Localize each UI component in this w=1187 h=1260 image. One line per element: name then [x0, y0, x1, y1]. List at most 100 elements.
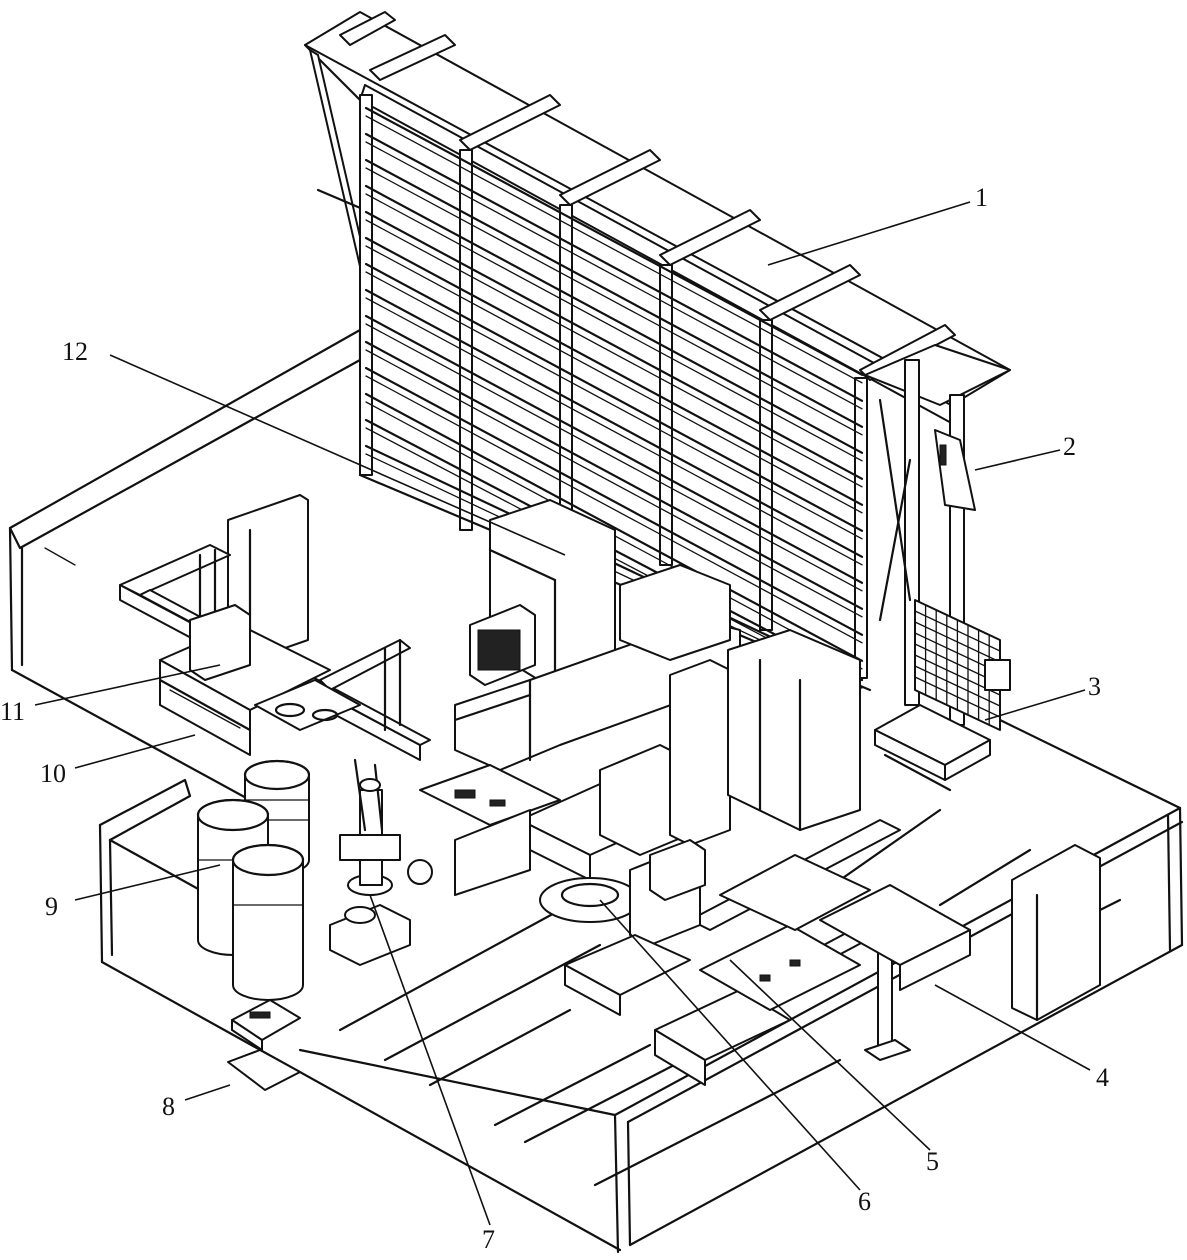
enclosure-front-corner-post-inner — [626, 1120, 632, 1247]
vent-grille — [477, 629, 521, 671]
shuttle-pallet-front — [654, 1029, 706, 1086]
callout-10: 10 — [40, 759, 66, 788]
rack-shelf-edge — [365, 297, 863, 566]
mesh-wire — [914, 665, 1001, 707]
floor-rails — [338, 808, 1122, 1187]
loading-station-ledge — [169, 689, 241, 729]
callout-6: 6 — [858, 1187, 871, 1216]
rack-post — [359, 94, 373, 476]
mesh-wire — [914, 610, 1001, 652]
drum-body — [232, 844, 304, 1001]
panel-screen — [454, 789, 476, 799]
enclosure-left-post — [8, 526, 14, 672]
loading-station-ledge — [158, 678, 252, 732]
pallet-slot — [759, 974, 771, 982]
storage-rack — [303, 11, 1011, 692]
rack-shelf-beam — [364, 262, 864, 532]
robot-gripper — [359, 778, 381, 792]
floor-rail-4 — [493, 1043, 652, 1127]
rack-shelf-beam — [364, 106, 864, 376]
crane-brace — [878, 458, 912, 622]
enclosure-front-corner-post — [613, 1113, 620, 1254]
console-foot — [227, 1049, 301, 1091]
rack-shelf-edge — [365, 141, 863, 410]
panel-button — [489, 799, 506, 807]
leader-3 — [984, 689, 1086, 721]
leader-6 — [599, 899, 861, 1191]
mesh-wire — [914, 621, 1001, 663]
robot-joint — [344, 906, 376, 924]
wall-mark — [44, 547, 76, 566]
pallet-base — [883, 753, 952, 792]
robot-arm — [373, 763, 384, 832]
rack-shelf-edge — [365, 219, 863, 488]
floor-rail-1 — [338, 908, 562, 1032]
enclosure-front-mid-rail — [298, 1048, 617, 1117]
leader-4 — [934, 984, 1091, 1071]
shuttle-gantry-foot — [864, 1039, 911, 1061]
drum-top — [243, 759, 311, 791]
leader-12 — [109, 354, 566, 556]
floor-rail-7 — [838, 808, 942, 882]
leader-1 — [767, 201, 971, 266]
leader-10 — [74, 734, 196, 769]
rack-shelf-edge — [365, 323, 863, 592]
enclosure-front-left-top — [98, 778, 192, 842]
robot-shoulder — [339, 834, 401, 861]
enclosure-right-post — [1178, 806, 1184, 947]
rack-shelf-beam — [364, 158, 864, 428]
rotary-table-inner — [560, 882, 620, 908]
rack-crossbar — [459, 94, 561, 151]
pallet-changer-trolley — [189, 604, 251, 681]
robot — [329, 758, 433, 966]
rack-crossbar — [559, 149, 661, 206]
enclosure-front-left-rail — [108, 838, 202, 892]
tray-pocket — [274, 702, 306, 718]
rack-shelf-edge — [365, 167, 863, 436]
rack-shelf-edge — [365, 271, 863, 540]
tool-magazine-drums — [196, 759, 311, 1001]
tool-drum — [231, 843, 305, 1001]
floor-rail-2 — [383, 943, 602, 1062]
loading-station-front — [159, 659, 251, 756]
enclosure-front-floor-edge — [100, 960, 622, 1252]
enclosure-edge — [488, 548, 557, 582]
callout-9: 9 — [45, 892, 58, 921]
enclosure-front-left-post-inner — [108, 838, 114, 957]
leader-lines — [34, 201, 1091, 1226]
enclosure-right-post-inner — [1166, 813, 1172, 952]
callout-11: 11 — [0, 697, 25, 726]
rack-shelf-beam — [364, 314, 864, 584]
rack-shelf-beam — [364, 340, 864, 610]
machine-head — [619, 564, 731, 661]
leader-9 — [74, 864, 221, 901]
machining-center — [227, 494, 861, 896]
pallet-buffer-side — [899, 929, 971, 991]
callout-1: 1 — [975, 183, 988, 212]
console-keypad — [249, 1011, 271, 1019]
rack-shelf-beam — [364, 210, 864, 480]
shuttle-pallet-front — [564, 964, 621, 1016]
rack-shelf-beam — [364, 392, 864, 662]
fixture-top — [649, 839, 706, 901]
left-gantry-loader — [119, 544, 431, 761]
crane-motor — [939, 444, 947, 466]
tray-pocket — [311, 708, 339, 722]
floor-rail-3 — [428, 1008, 572, 1087]
coolant-cabinet — [669, 659, 731, 846]
leader-7 — [369, 894, 491, 1226]
pallet-shuttle-area — [539, 819, 1101, 1086]
drum-top — [196, 798, 270, 832]
rack-shelf-edge — [365, 245, 863, 514]
rack-shelf-edge — [365, 375, 863, 644]
rack-crossbar — [759, 264, 861, 321]
shuttle-pallet-center — [699, 924, 861, 1011]
rack-shelf-beam — [364, 236, 864, 506]
enclosure-right-floor-edge — [628, 943, 1184, 1247]
callout-4: 4 — [1096, 1063, 1109, 1092]
rack-shelf-edge — [365, 193, 863, 462]
gantry-end-beam — [119, 544, 231, 596]
rack-posts — [359, 94, 868, 679]
rack-shelf-edge — [365, 115, 863, 384]
